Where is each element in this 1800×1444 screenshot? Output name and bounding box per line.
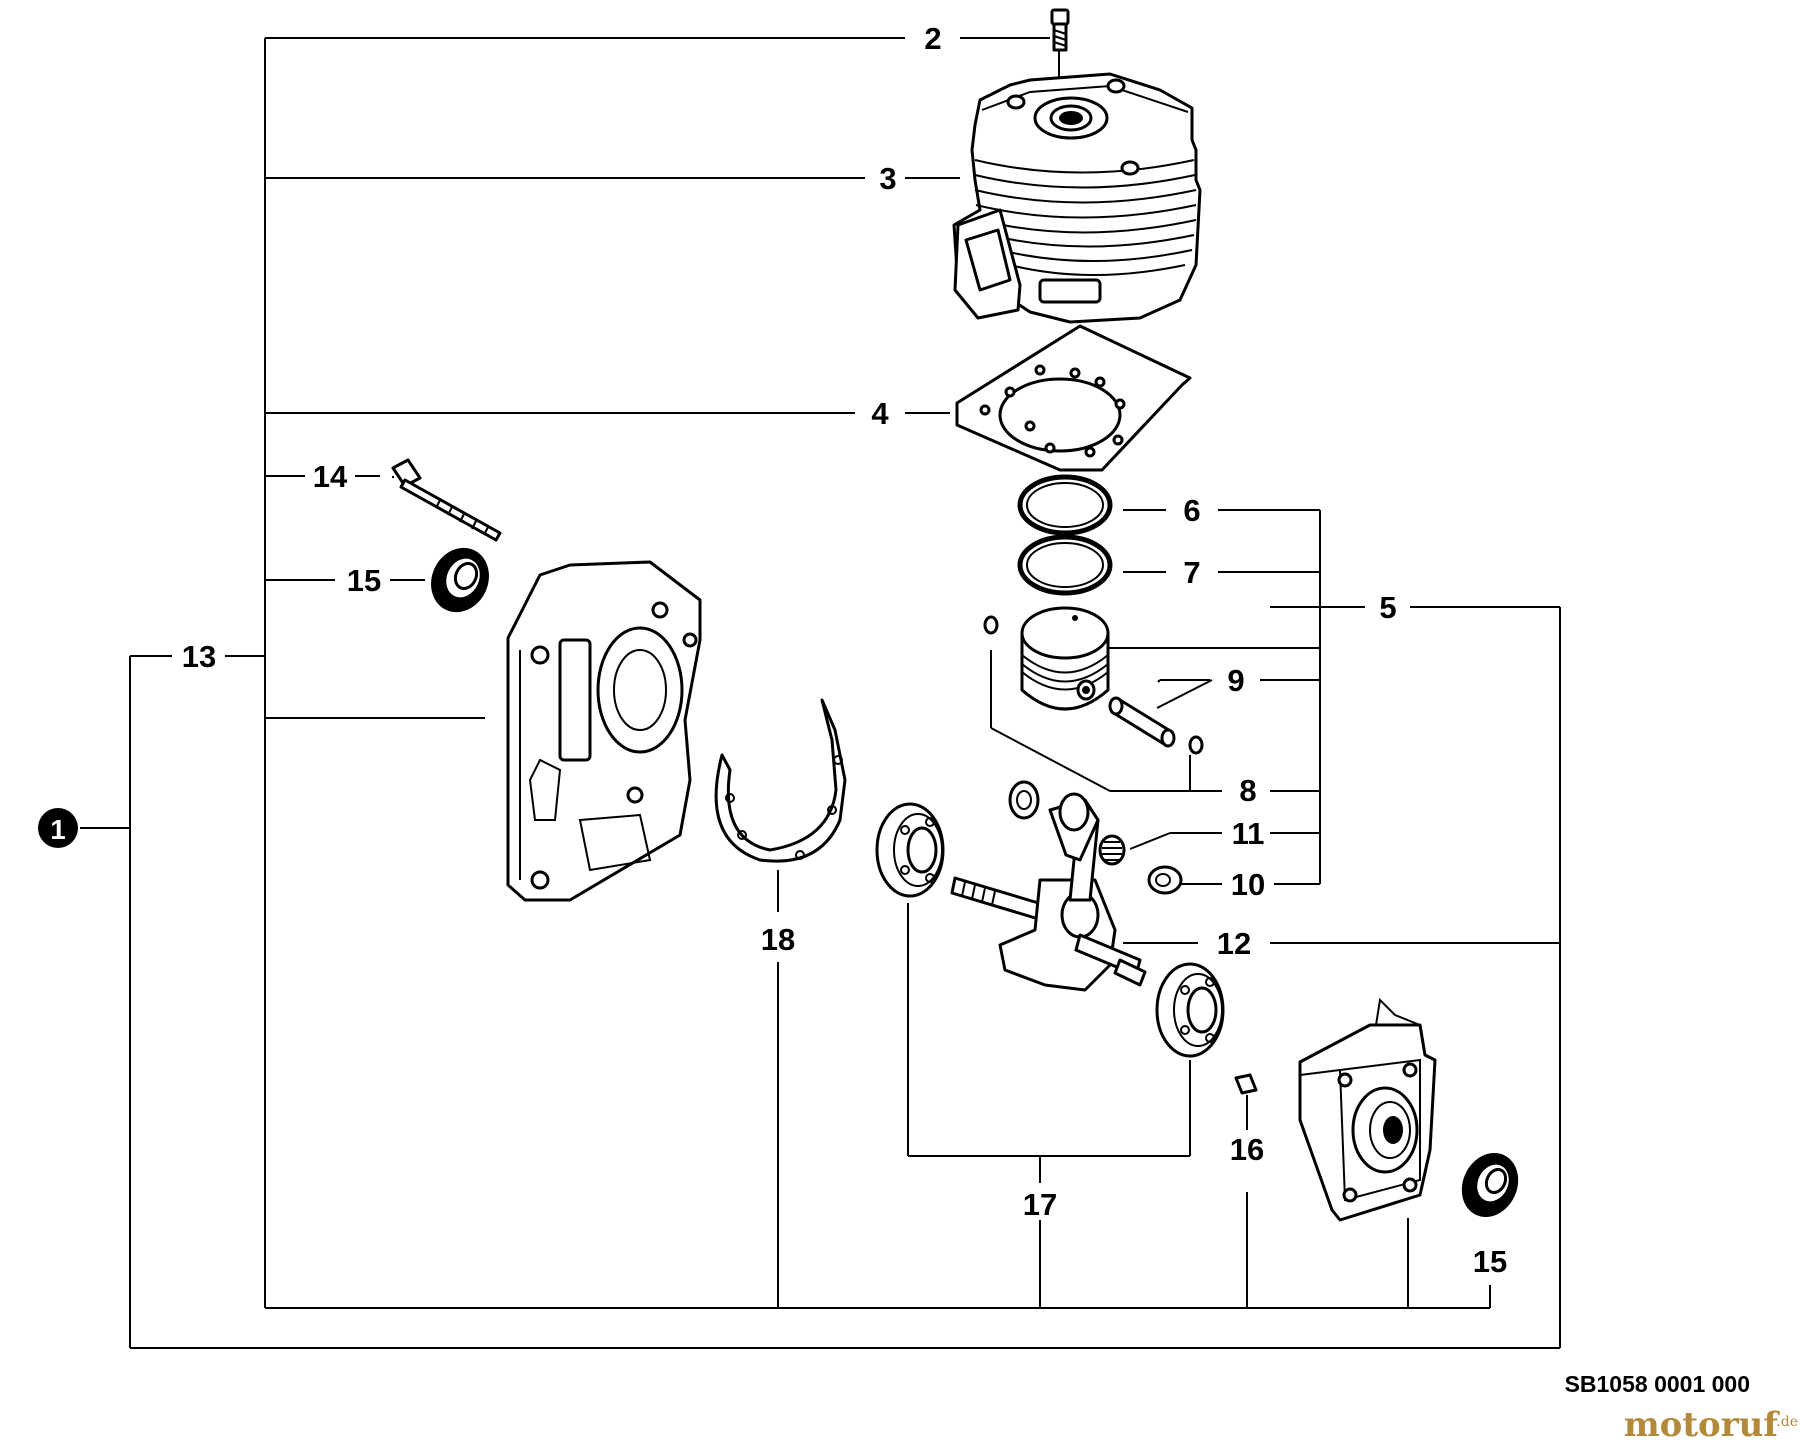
callout-6: 6: [1183, 493, 1200, 528]
part-bearing-17a: [875, 802, 945, 898]
callout-12: 12: [1217, 926, 1251, 961]
callout-1-badge: [38, 808, 78, 848]
callout-10: 10: [1231, 867, 1265, 902]
callout-11: 11: [1232, 816, 1265, 851]
part-washer-small: [1008, 780, 1040, 820]
callout-2: 2: [924, 21, 941, 56]
part-screw-2: [1050, 8, 1070, 52]
brand-suffix: .de: [1776, 1414, 1798, 1430]
part-circlip-8b: [1188, 735, 1204, 755]
callout-9: 9: [1227, 663, 1244, 698]
callout-15a: 15: [347, 563, 381, 598]
part-piston: [1020, 606, 1110, 711]
part-bearing-17b: [1155, 962, 1225, 1058]
drawing-code: SB1058 0001 000: [1565, 1371, 1750, 1397]
callout-14: 14: [313, 459, 348, 494]
part-piston-pin-9: [1108, 696, 1176, 748]
callout-18: 18: [761, 922, 795, 957]
part-pin-16: [1234, 1073, 1258, 1095]
part-seal-15a: [431, 547, 489, 613]
part-washer-10: [1147, 865, 1183, 895]
brand-watermark: motoruf .de: [1624, 1405, 1798, 1444]
part-crankcase-right: [1298, 997, 1437, 1222]
callout-16: 16: [1230, 1132, 1264, 1167]
part-crankcase-left: [506, 560, 702, 902]
callout-13: 13: [182, 639, 216, 674]
callout-5: 5: [1379, 590, 1396, 625]
leader-lines: [80, 37, 1561, 1349]
callout-1: 1: [50, 814, 66, 845]
callout-15b: 15: [1473, 1244, 1507, 1279]
callout-3: 3: [879, 161, 896, 196]
brand-name: motoruf: [1624, 1405, 1781, 1444]
callout-7: 7: [1183, 555, 1200, 590]
part-piston-ring-6: [1017, 474, 1113, 536]
callout-4: 4: [871, 396, 889, 431]
part-cylinder-3: [952, 72, 1202, 324]
part-seal-15b: [1461, 1152, 1519, 1218]
callout-8: 8: [1239, 773, 1256, 808]
part-gasket-18: [714, 698, 847, 863]
part-piston-ring-7: [1017, 534, 1113, 596]
part-circlip-8a: [983, 615, 999, 635]
part-gasket-4: [955, 324, 1192, 472]
part-crankshaft-12: [950, 792, 1147, 992]
callout-labels: 1 2 3 4 5 6 7 8 9 10 11 12 13 14 15 15 1…: [38, 21, 1507, 1279]
callout-17: 17: [1023, 1187, 1057, 1222]
part-bolt-14: [391, 458, 502, 542]
part-needle-bearing-11: [1098, 834, 1126, 866]
